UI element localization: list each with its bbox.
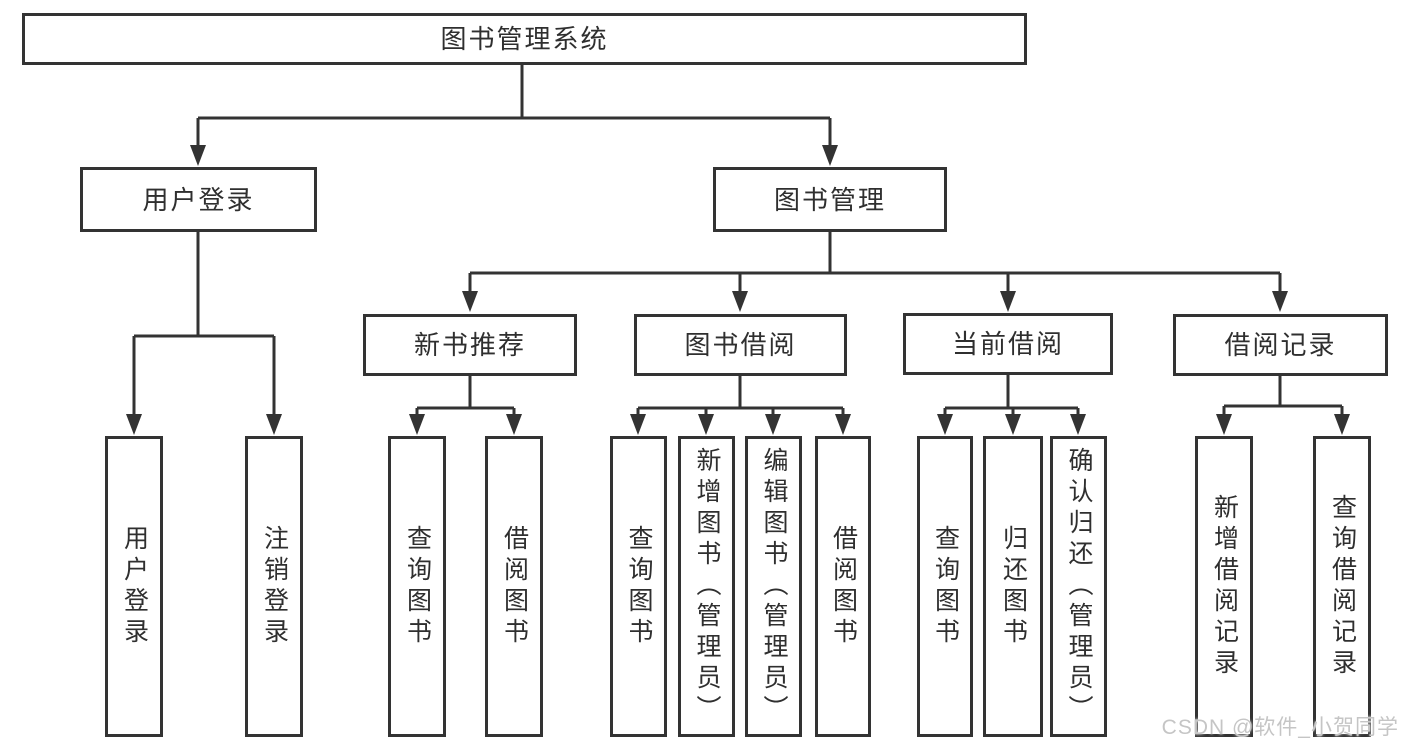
leaf-query-books-borrowing: 查询图书 [610, 436, 667, 737]
leaf-query-books-current: 查询图书 [917, 436, 973, 737]
leaf-add-borrow-record: 新增借阅记录 [1195, 436, 1253, 737]
csdn-watermark: CSDN @软件_小贺同学 [1161, 716, 1399, 739]
leaf-user-login: 用户登录 [105, 436, 163, 737]
leaf-query-books-recommend: 查询图书 [388, 436, 446, 737]
leaf-borrow-books-recommend: 借阅图书 [485, 436, 543, 737]
leaf-logout-login: 注销登录 [245, 436, 303, 737]
leaf-confirm-return-admin: 确认归还（管理员） [1050, 436, 1107, 737]
leaf-edit-books-admin: 编辑图书（管理员） [745, 436, 802, 737]
leaf-query-borrow-record: 查询借阅记录 [1313, 436, 1371, 737]
leaf-borrow-books-borrowing: 借阅图书 [815, 436, 871, 737]
leaf-add-books-admin: 新增图书（管理员） [678, 436, 735, 737]
leaf-return-books: 归还图书 [983, 436, 1043, 737]
node-book-management: 图书管理 [713, 167, 947, 232]
node-current-borrowing: 当前借阅 [903, 313, 1113, 375]
node-new-book-recommendation: 新书推荐 [363, 314, 577, 376]
node-borrowing-records: 借阅记录 [1173, 314, 1388, 376]
node-user-login: 用户登录 [80, 167, 317, 232]
node-library-management-system: 图书管理系统 [22, 13, 1027, 65]
node-book-borrowing: 图书借阅 [634, 314, 847, 376]
